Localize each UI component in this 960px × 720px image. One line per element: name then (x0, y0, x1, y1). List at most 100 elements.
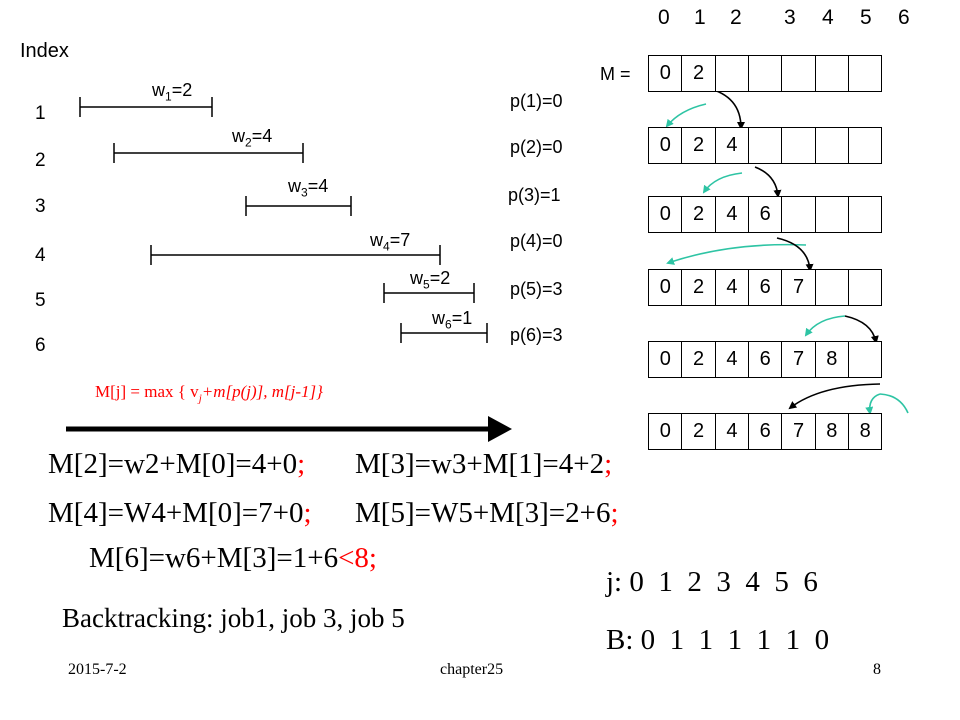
m-cell: 6 (747, 196, 783, 233)
curved-arrow-teal-r2 (665, 103, 707, 128)
m-cell (747, 55, 783, 92)
curved-arrow-teal-r6-b (865, 393, 881, 415)
weight-label-1: w1=2 (152, 80, 193, 104)
job-index-5: 5 (35, 290, 46, 311)
j-index-row: j: 0 1 2 3 4 5 6 (606, 566, 818, 598)
m-cell (747, 127, 783, 164)
m-cell (814, 55, 850, 92)
index-header: Index (20, 40, 69, 62)
m-cell: 2 (681, 55, 716, 92)
m-cell (847, 196, 883, 233)
m-cell: 8 (814, 413, 850, 450)
weight-label-4: w4=7 (370, 230, 411, 254)
m-cell: 2 (681, 127, 716, 164)
interval-job-1 (79, 97, 213, 117)
p-value-4: p(4)=0 (510, 231, 563, 251)
m-cell: 2 (681, 196, 716, 233)
m-cell: 8 (814, 341, 850, 378)
m-cell (814, 127, 850, 164)
job-index-4: 4 (35, 245, 46, 266)
weight-label-6: w6=1 (432, 308, 473, 332)
interval-job-2 (113, 143, 304, 163)
footer-chapter: chapter25 (440, 661, 504, 678)
m-cell: 4 (714, 341, 750, 378)
footer-page-number: 8 (873, 661, 881, 678)
curved-arrow-teal-r4 (666, 243, 807, 265)
m-cell: 6 (747, 413, 783, 450)
footer-date: 2015-7-2 (68, 661, 127, 678)
formula-m4: M[4]=W4+M[0]=7+0; (48, 497, 312, 529)
interval-job-3 (245, 196, 352, 216)
p-value-5: p(5)=3 (510, 279, 563, 299)
m-cell (814, 196, 850, 233)
formula-m5: M[5]=W5+M[3]=2+6; (355, 497, 619, 529)
m-cell: 8 (847, 413, 883, 450)
col-header-3: 3 (784, 6, 796, 29)
backtracking-text: Backtracking: job1, job 3, job 5 (62, 603, 405, 633)
b-array-row: B: 0 1 1 1 1 1 0 (606, 624, 830, 656)
formula-m2: M[2]=w2+M[0]=4+0; (48, 448, 306, 480)
p-value-1: p(1)=0 (510, 91, 563, 111)
col-header-5: 5 (860, 6, 872, 29)
curved-arrow-black-r2 (706, 87, 745, 130)
m-cell: 7 (781, 341, 816, 378)
m-cell: 6 (747, 269, 783, 306)
job-index-1: 1 (35, 103, 46, 124)
weight-label-2: w2=4 (232, 126, 273, 150)
weight-label-3: w3=4 (288, 176, 329, 200)
m-cell: 6 (747, 341, 783, 378)
m-cell: 4 (714, 269, 750, 306)
curved-arrow-black-r6 (788, 383, 881, 410)
m-cell: 2 (681, 413, 716, 450)
m-cell: 2 (681, 341, 716, 378)
m-cell (847, 55, 883, 92)
p-value-6: p(6)=3 (510, 325, 563, 345)
curved-arrow-black-r4 (776, 237, 814, 272)
curved-arrow-black-r3 (754, 166, 782, 198)
col-header-0: 0 (658, 6, 670, 29)
interval-job-4 (150, 245, 441, 265)
recurrence-formula: M[j] = max { vj+m[p(j)], m[j-1]} (95, 382, 323, 405)
m-cell (781, 55, 816, 92)
curved-arrow-teal-r3 (702, 172, 743, 194)
m-cell: 0 (648, 127, 683, 164)
m-cell: 7 (781, 269, 816, 306)
m-cell: 0 (648, 269, 683, 306)
m-cell: 0 (648, 341, 683, 378)
big-arrow-icon (66, 416, 512, 442)
formula-m6: M[6]=w6+M[3]=1+6<8; (89, 542, 377, 574)
col-header-6: 6 (898, 6, 910, 29)
m-cell (781, 196, 816, 233)
m-cell: 0 (648, 196, 683, 233)
curved-arrow-teal-r5 (804, 315, 846, 337)
m-array-label: M = (600, 64, 631, 84)
p-value-3: p(3)=1 (508, 185, 561, 205)
curved-arrow-black-r5 (844, 315, 879, 344)
m-cell (814, 269, 850, 306)
col-header-2: 2 (730, 6, 742, 29)
m-cell (847, 127, 883, 164)
m-cell: 0 (648, 413, 683, 450)
col-header-1: 1 (694, 6, 706, 29)
m-cell (781, 127, 816, 164)
job-index-6: 6 (35, 335, 46, 356)
job-index-2: 2 (35, 150, 46, 171)
interval-job-5 (383, 283, 475, 303)
col-header-4: 4 (822, 6, 834, 29)
m-cell: 4 (714, 413, 750, 450)
m-cell (847, 341, 883, 378)
weight-label-5: w5=2 (410, 268, 451, 292)
m-cell: 4 (714, 127, 750, 164)
m-cell: 4 (714, 196, 750, 233)
m-cell: 0 (648, 55, 683, 92)
formula-m3: M[3]=w3+M[1]=4+2; (355, 448, 613, 480)
m-cell: 2 (681, 269, 716, 306)
m-cell (847, 269, 883, 306)
m-cell: 7 (781, 413, 816, 450)
interval-job-6 (400, 323, 488, 343)
